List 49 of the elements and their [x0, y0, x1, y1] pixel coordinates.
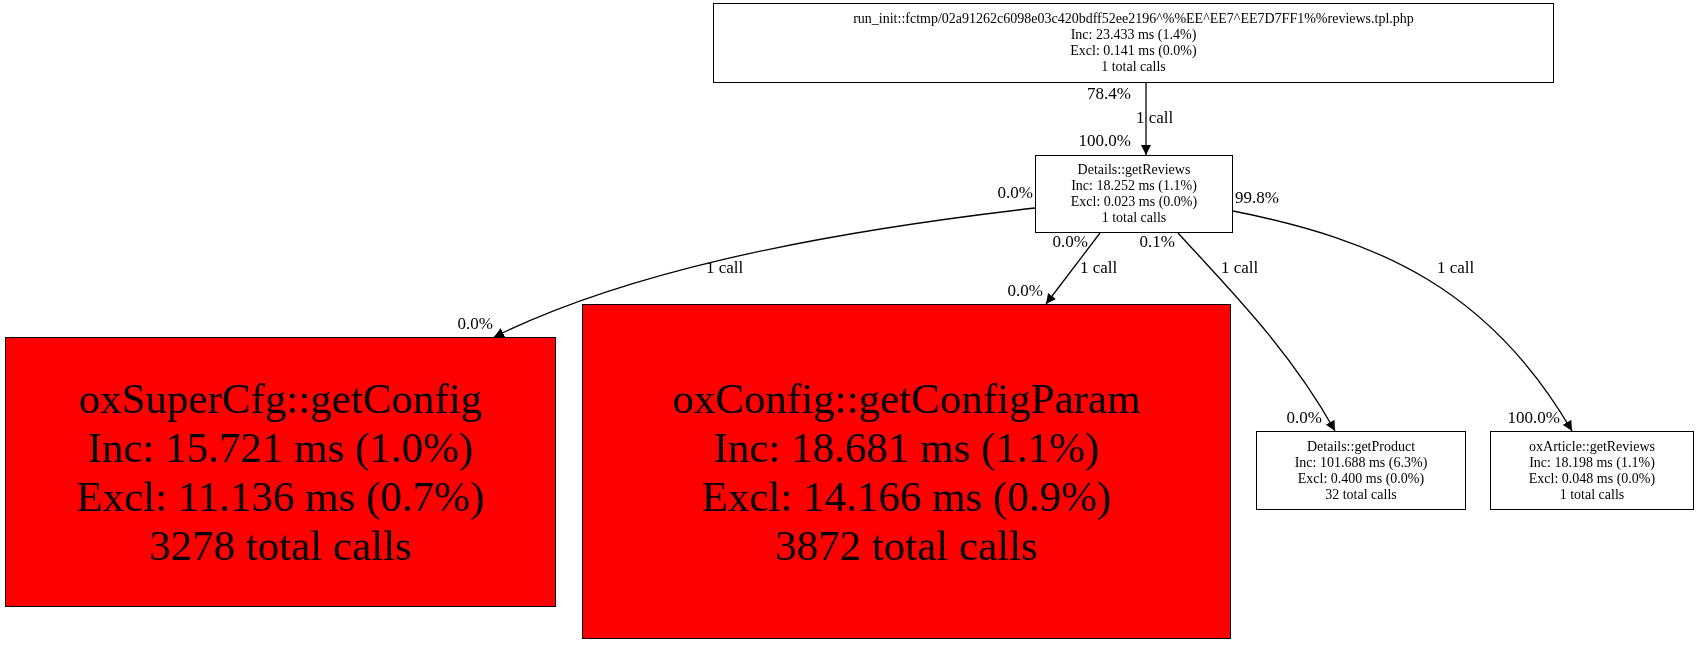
- function-stat: 1 total calls: [1101, 210, 1167, 226]
- function-box: [1256, 431, 1466, 510]
- percent-label: 0.1%: [1139, 233, 1175, 251]
- percent-label: 0.0%: [1286, 409, 1322, 427]
- function-stat: Excl: 0.048 ms (0.0%): [1528, 470, 1656, 487]
- function-stat: Excl: 0.023 ms (0.0%): [1070, 194, 1198, 210]
- function-stat: 32 total calls: [1325, 486, 1397, 503]
- edge-label: 1 call: [1136, 109, 1174, 127]
- function-stat: Excl: 14.166 ms (0.9%): [701, 471, 1112, 521]
- edge-label: 1 call: [1221, 259, 1259, 277]
- function-stat: 3278 total calls: [149, 521, 412, 570]
- percent-label: 0.0%: [997, 184, 1033, 202]
- call-arrow: [1045, 232, 1101, 305]
- function-box: [713, 3, 1554, 83]
- function-stat: Inc: 18.681 ms (1.1%): [713, 422, 1100, 472]
- edge-label: 1 call: [1437, 259, 1475, 277]
- function-stat: 3872 total calls: [775, 520, 1038, 570]
- function-stat: Inc: 18.252 ms (1.1%): [1071, 178, 1197, 194]
- function-stat: Inc: 15.721 ms (1.0%): [87, 423, 474, 472]
- function-box: [5, 337, 556, 607]
- call-arrow: [1177, 232, 1336, 432]
- function-name: oxConfig::getConfigParam: [672, 373, 1141, 423]
- function-stat: 1 total calls: [1101, 59, 1166, 75]
- function-name: run_init::fctmp/02a91262c6098e03c420bdff52ee2196^%%EE^EE7^EE7D7FF1%%reviews.tpl.php: [853, 11, 1414, 27]
- function-stat: 1 total calls: [1559, 486, 1625, 503]
- percent-label: 99.8%: [1235, 189, 1279, 207]
- function-box: [582, 304, 1231, 639]
- function-name: oxSuperCfg::getConfig: [78, 374, 483, 423]
- percent-label: 100.0%: [1078, 132, 1131, 150]
- function-stat: Inc: 101.688 ms (6.3%): [1294, 454, 1428, 471]
- call-arrow: [1232, 210, 1573, 432]
- function-name: Details::getReviews: [1077, 162, 1191, 178]
- function-stat: Excl: 0.400 ms (0.0%): [1297, 470, 1425, 487]
- percent-label: 0.0%: [1052, 233, 1088, 251]
- call-arrow: [1141, 82, 1151, 156]
- percent-label: 0.0%: [457, 315, 493, 333]
- function-name: Details::getProduct: [1306, 438, 1416, 455]
- percent-label: 100.0%: [1507, 409, 1560, 427]
- function-box: [1490, 431, 1694, 510]
- edge-label: 1 call: [1080, 259, 1118, 277]
- function-stat: Excl: 0.141 ms (0.0%): [1070, 43, 1197, 59]
- call-arrow: [493, 207, 1036, 338]
- function-stat: Inc: 18.198 ms (1.1%): [1529, 454, 1655, 471]
- function-stat: Inc: 23.433 ms (1.4%): [1070, 27, 1197, 43]
- function-box: [1035, 155, 1233, 233]
- function-stat: Excl: 11.136 ms (0.7%): [76, 472, 485, 521]
- percent-label: 0.0%: [1007, 282, 1043, 300]
- function-name: oxArticle::getReviews: [1529, 438, 1655, 455]
- percent-label: 78.4%: [1087, 85, 1131, 103]
